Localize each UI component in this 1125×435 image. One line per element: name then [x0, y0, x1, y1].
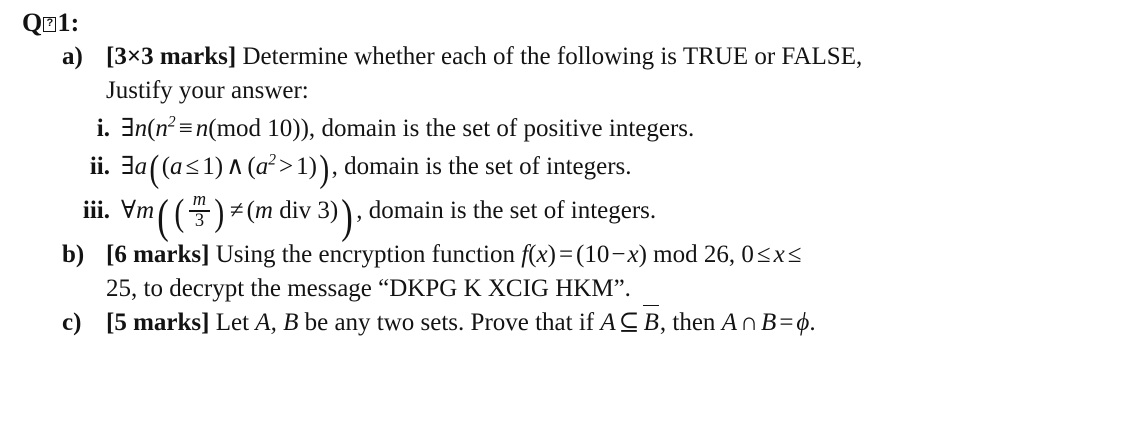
domain-text-i: domain is the set of positive integers. [321, 115, 695, 142]
intersection-symbol: ∩ [739, 309, 759, 336]
modulus-26: 26 [703, 241, 729, 268]
item-b-text-line-2: 25, to decrypt the message “DKPG K XCIG … [106, 272, 1115, 306]
quantifier-exists-ii: ∃ [121, 153, 135, 180]
cipher-message: DKPG K XCIG HKM [389, 275, 614, 302]
item-body-b: [6 marks] Using the encryption function … [106, 238, 1115, 306]
relation-leq: ≤ [185, 153, 200, 180]
subitem-i: i. ∃n(n2≡n(mod 10)), domain is the set o… [22, 110, 1115, 148]
subitem-label-i: i. [96, 115, 110, 142]
variable-x-range: x [773, 241, 785, 268]
fraction-bar [188, 210, 211, 213]
variable-a-lhs: a [170, 153, 183, 180]
item-body-a: [3×3 marks] Determine whether each of th… [106, 40, 1115, 108]
item-c-text-before: Let [215, 309, 250, 336]
mod-keyword-b: mod [653, 241, 698, 268]
subitem-body-i: ∃n(n2≡n(mod 10)), domain is the set of p… [110, 110, 1115, 148]
variable-n-squared-base: n [155, 115, 168, 142]
subitem-body-ii: ∃a((a≤1)∧(a2>1)), domain is the set of i… [110, 147, 1115, 190]
variable-m: m [136, 197, 155, 224]
item-a-text-line-1: Determine whether each of the following … [242, 43, 863, 70]
range-low-0: 0 [741, 241, 754, 268]
modulus-10: 10 [267, 115, 293, 142]
marks-badge-c: [5 marks] [106, 309, 210, 336]
question-number-prefix: Q [22, 8, 43, 37]
marks-badge-b: [6 marks] [106, 241, 210, 268]
relation-congruent: ≡ [178, 115, 193, 142]
item-body-c: [5 marks] Let A, B be any two sets. Prov… [106, 304, 1115, 340]
fraction-numerator: m [192, 190, 207, 211]
subitem-label-ii: ii. [89, 153, 110, 180]
statement-c: A⊆B, then A∩B=ϕ. [600, 304, 816, 336]
formula-b: f(x)=(10−x) mod 26, 0≤x≤ [521, 241, 804, 268]
item-c-text-middle: be any two sets. Prove that if [304, 309, 595, 336]
mod-keyword-i: mod [216, 115, 262, 142]
item-label-b: b) [62, 241, 85, 268]
variable-n: n [134, 115, 148, 142]
item-label-c: c) [62, 309, 82, 336]
exponent-2-ii: 2 [268, 151, 276, 169]
function-arg-x: x [536, 241, 548, 268]
item-b-line2-prefix: 25, to decrypt the message “ [106, 275, 390, 302]
item-a-text-line-2: Justify your answer: [106, 77, 309, 104]
relation-leq-high: ≤ [787, 241, 802, 268]
marks-badge-a: [3×3 marks] [106, 43, 237, 70]
function-f: f [521, 241, 529, 268]
value-1-rhs: 1 [296, 153, 309, 180]
equals-sign-c: = [779, 309, 794, 336]
variable-a-rhs: a [255, 153, 269, 180]
question-item-a: a) [3×3 marks] Determine whether each of… [22, 40, 1115, 108]
fraction-denominator: 3 [194, 211, 205, 232]
item-label-a: a) [62, 43, 83, 70]
div-keyword: div [279, 197, 312, 224]
set-pair-labels: A, B [255, 309, 299, 336]
formula-i: ∃n(n2≡n(mod 10)), [121, 113, 316, 142]
set-A-2: A [721, 309, 737, 336]
variable-x-b: x [627, 241, 639, 268]
equals-sign-b: = [558, 241, 574, 268]
relation-greater: > [279, 153, 294, 180]
item-b-line2-suffix: ”. [613, 275, 631, 302]
formula-ii: ∃a((a≤1)∧(a2>1)), [121, 147, 338, 190]
constant-10: 10 [584, 241, 610, 268]
variable-m-div: m [254, 197, 273, 224]
set-B-2: B [761, 309, 777, 336]
domain-text-iii: domain is the set of integers. [368, 197, 657, 224]
domain-text-ii: domain is the set of integers. [344, 153, 632, 180]
quantifier-exists-i: ∃ [121, 115, 135, 142]
page-title: Q 1: [22, 8, 1115, 38]
variable-n-rhs: n [195, 115, 209, 142]
connective-and: ∧ [226, 153, 245, 180]
question-item-b: b) [6 marks] Using the encryption functi… [22, 238, 1115, 306]
subitem-list: i. ∃n(n2≡n(mod 10)), domain is the set o… [22, 110, 1115, 244]
question-item-c: c) [5 marks] Let A, B be any two sets. P… [22, 304, 1115, 340]
variable-a: a [134, 153, 148, 180]
divisor-3: 3 [317, 197, 330, 224]
set-B-complement: B [642, 304, 660, 340]
relation-leq-low: ≤ [756, 241, 771, 268]
subitem-label-iii: iii. [82, 197, 110, 224]
value-1-lhs: 1 [202, 153, 215, 180]
subitem-ii: ii. ∃a((a≤1)∧(a2>1)), domain is the set … [22, 147, 1115, 190]
set-A: A [600, 309, 616, 336]
subset-symbol: ⊆ [618, 309, 640, 336]
then-keyword: then [672, 309, 716, 336]
quantifier-forall-iii: ∀ [121, 197, 137, 224]
relation-not-equal: ≠ [229, 197, 244, 224]
question-number-suffix: 1: [57, 8, 80, 37]
minus-sign-b: − [611, 241, 626, 268]
missing-glyph-box [43, 17, 57, 32]
exponent-2: 2 [167, 113, 176, 131]
empty-set-symbol: ϕ [796, 309, 810, 336]
item-b-text-line-1: Using the encryption function [215, 241, 515, 268]
